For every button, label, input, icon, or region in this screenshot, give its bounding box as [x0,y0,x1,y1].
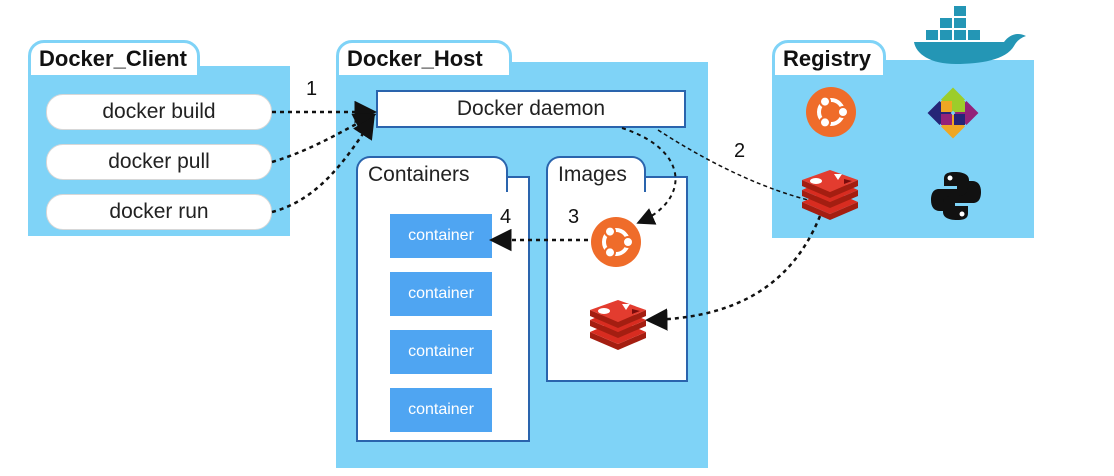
ubuntu-icon [806,87,856,137]
docker-pull-command: docker pull [46,144,272,180]
container-item: container [390,272,492,316]
images-label: Images [546,156,646,192]
docker-run-command: docker run [46,194,272,230]
step-3-label: 3 [568,206,580,228]
registry-title: Registry [772,40,886,78]
redis-icon [590,300,646,350]
docker-build-command: docker build [46,94,272,130]
container-item: container [390,330,492,374]
docker-daemon-box: Docker daemon [376,90,686,128]
docker-client-title: Docker_Client [28,40,200,78]
redis-icon [802,170,858,220]
arrow-registry-redis-to-image [645,215,822,331]
step-2-label: 2 [734,140,746,162]
arrow-run-to-daemon [271,115,375,214]
arrow-daemon-to-ubuntu-image [621,127,677,225]
centos-icon [927,87,979,139]
step-4-label: 4 [500,206,512,228]
arrow-pull-to-daemon [271,113,377,164]
ubuntu-icon [591,217,641,267]
container-item: container [390,214,492,258]
step-1-label: 1 [306,78,318,100]
python-icon [931,172,981,220]
containers-label: Containers [356,156,508,192]
arrow-daemon-to-registry [657,129,809,201]
docker-whale-icon [914,6,1026,64]
container-item: container [390,388,492,432]
docker-host-title: Docker_Host [336,40,512,78]
